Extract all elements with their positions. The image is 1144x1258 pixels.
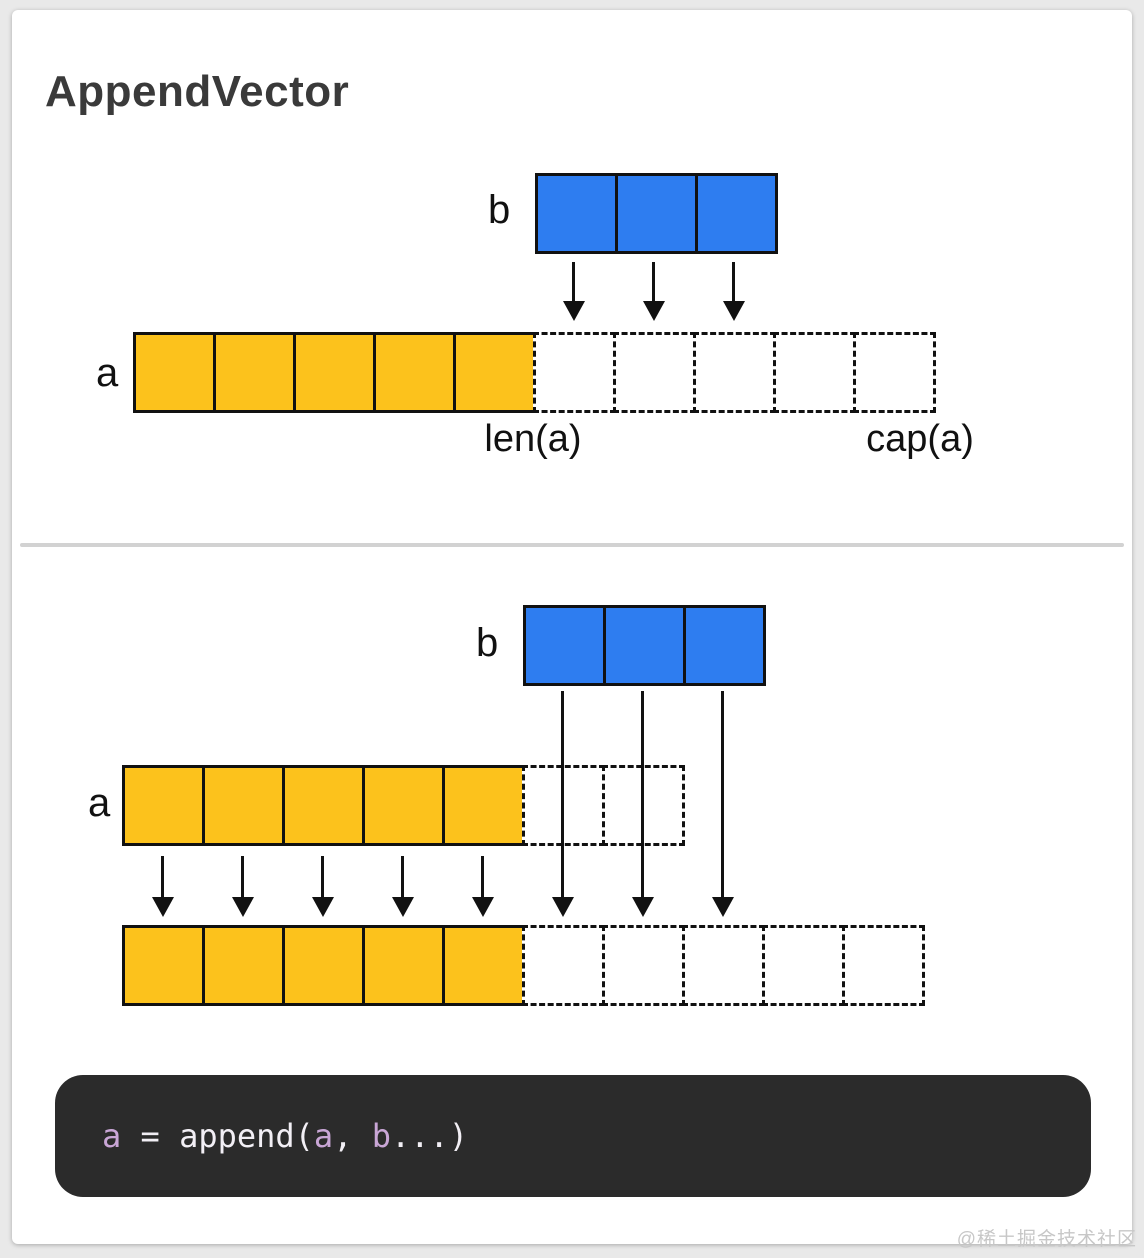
result-capacity-array xyxy=(522,925,925,1006)
array-cell xyxy=(535,173,618,254)
copy-arrow-icon xyxy=(652,262,655,302)
copy-arrow-icon xyxy=(641,691,644,898)
array-cell xyxy=(202,925,285,1006)
len-a-label: len(a) xyxy=(484,418,582,460)
code-token: ...) xyxy=(390,1117,469,1155)
slice-b-label: b xyxy=(488,188,511,232)
array-cell xyxy=(442,765,525,846)
array-cell xyxy=(362,765,445,846)
slice-a-label: a xyxy=(96,351,119,395)
slice-b-array xyxy=(523,605,766,686)
array-cell xyxy=(613,332,696,413)
code-block: a = append(a, b...) xyxy=(55,1075,1091,1197)
array-cell xyxy=(522,925,605,1006)
copy-arrow-icon xyxy=(161,856,164,898)
code-token: append( xyxy=(179,1117,314,1155)
copy-arrow-icon xyxy=(732,262,735,302)
array-cell xyxy=(442,925,525,1006)
array-cell xyxy=(133,332,216,413)
array-cell xyxy=(695,173,778,254)
array-cell xyxy=(683,605,766,686)
array-cell xyxy=(533,332,616,413)
slice-b-array xyxy=(535,173,778,254)
code-token: a xyxy=(102,1117,122,1155)
array-cell xyxy=(602,925,685,1006)
slice-a-capacity-array xyxy=(522,765,685,846)
array-cell xyxy=(202,765,285,846)
code-token: a xyxy=(313,1117,334,1155)
array-cell xyxy=(293,332,376,413)
copy-arrow-icon xyxy=(401,856,404,898)
array-cell xyxy=(693,332,776,413)
array-cell xyxy=(362,925,445,1006)
array-cell xyxy=(213,332,296,413)
array-cell xyxy=(773,332,856,413)
array-cell xyxy=(853,332,936,413)
result-filled-array xyxy=(122,925,525,1006)
code-token: , xyxy=(333,1117,372,1155)
code-token: b xyxy=(371,1117,391,1155)
array-cell xyxy=(122,765,205,846)
array-cell xyxy=(122,925,205,1006)
copy-arrow-icon xyxy=(241,856,244,898)
array-cell xyxy=(282,925,365,1006)
slice-a-label: a xyxy=(88,781,111,825)
copy-arrow-icon xyxy=(481,856,484,898)
slice-a-capacity-array xyxy=(533,332,936,413)
copy-arrow-icon xyxy=(561,691,564,898)
content-card: AppendVector b a len(a) cap(a) b a a = xyxy=(12,10,1132,1244)
array-cell xyxy=(682,925,765,1006)
array-cell xyxy=(523,605,606,686)
array-cell xyxy=(282,765,365,846)
code-token: = xyxy=(121,1117,180,1155)
code-line: a = append(a, b...) xyxy=(102,1075,468,1197)
watermark-text: @稀土掘金技术社区 xyxy=(956,1229,1137,1250)
array-cell xyxy=(762,925,845,1006)
array-cell xyxy=(453,332,536,413)
page-title: AppendVector xyxy=(45,67,350,116)
section-divider xyxy=(20,543,1124,547)
copy-arrow-icon xyxy=(321,856,324,898)
copy-arrow-icon xyxy=(572,262,575,302)
slice-a-filled-array xyxy=(122,765,525,846)
slice-b-label: b xyxy=(476,621,499,665)
copy-arrow-icon xyxy=(721,691,724,898)
cap-a-label: cap(a) xyxy=(866,418,974,460)
slice-a-filled-array xyxy=(133,332,536,413)
array-cell xyxy=(842,925,925,1006)
array-cell xyxy=(373,332,456,413)
array-cell xyxy=(615,173,698,254)
array-cell xyxy=(603,605,686,686)
